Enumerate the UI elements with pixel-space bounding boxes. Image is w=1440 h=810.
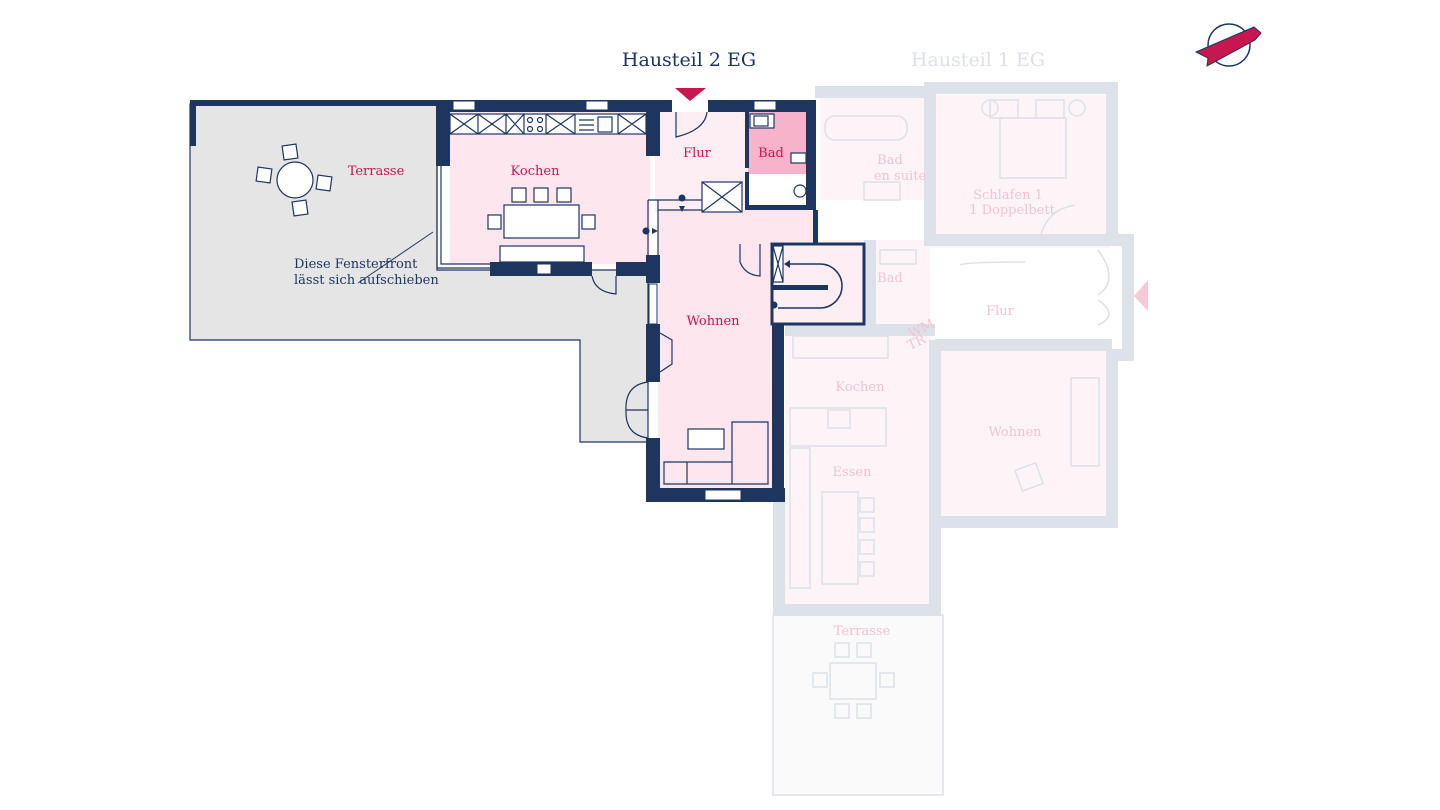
entrance-arrow-icon	[1134, 280, 1148, 311]
room-label-terrasse: Terrasse	[348, 164, 405, 179]
room-sublabel-doppelbett: 1 Doppelbett	[969, 203, 1055, 218]
room-sublabel-en-suite: en suite	[874, 169, 927, 184]
room-label-kochen: Kochen	[511, 164, 561, 179]
room-label-terrasse-1: Terrasse	[834, 624, 891, 639]
room-label-flur-1: Flur	[986, 304, 1015, 319]
annotation-line-1: Diese Fensterfront	[294, 257, 418, 272]
annotation-line-2: lässt sich aufschieben	[294, 273, 439, 288]
room-label-flur: Flur	[683, 146, 712, 161]
room-label-schlafen: Schlafen 1	[973, 188, 1043, 203]
room-label-bad-1: Bad	[877, 271, 903, 286]
furniture	[255, 111, 843, 485]
room-label-bad-en-suite: Bad	[877, 153, 903, 168]
kitchen-area	[450, 112, 650, 264]
terrace-1-area	[772, 614, 944, 796]
hausteil-1-plan: Bad en suite Schlafen 1 1 Doppelbett Bad…	[772, 82, 1148, 796]
title-hausteil-2: Hausteil 2 EG	[622, 49, 756, 71]
staircase	[770, 242, 866, 326]
room-label-wohnen-1: Wohnen	[988, 425, 1042, 440]
room-label-bad: Bad	[758, 146, 784, 161]
hausteil-2-plan: Terrasse Kochen Flur Bad Wohnen Diese Fe…	[189, 88, 866, 502]
entrance-arrow-icon	[675, 88, 706, 101]
compass-icon	[1194, 23, 1262, 67]
title-hausteil-1: Hausteil 1 EG	[911, 49, 1045, 71]
room-label-kochen-1: Kochen	[836, 380, 886, 395]
room-label-wohnen: Wohnen	[686, 314, 740, 329]
room-label-essen: Essen	[833, 465, 873, 480]
